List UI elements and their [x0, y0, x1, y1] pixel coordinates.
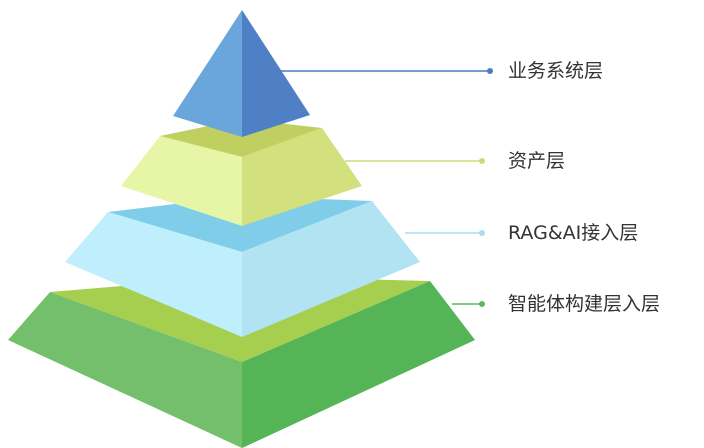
label-rag-ai-access-layer: RAG&AI接入层 — [508, 222, 639, 244]
layer-business-left-face — [173, 10, 242, 137]
label-asset-layer: 资产层 — [508, 150, 566, 172]
layer-agent-build-right-face — [242, 281, 475, 448]
layer-rag-ai-right-face — [242, 201, 420, 337]
layer-rag-ai-left-face — [65, 212, 242, 337]
layer-asset-top-face — [160, 119, 322, 157]
layer-asset-left-face — [121, 136, 242, 226]
layer-asset-right-face — [242, 128, 362, 226]
connector-rag-ai — [405, 230, 485, 236]
connector-asset — [345, 158, 485, 164]
layer-business — [173, 10, 310, 137]
layer-agent-build-left-face — [8, 292, 242, 448]
connector-agent-build — [452, 301, 485, 307]
connector-business — [280, 68, 493, 74]
label-agent-build-layer: 智能体构建层入层 — [508, 293, 661, 315]
layer-business-right-face — [242, 10, 310, 137]
label-business-system-layer: 业务系统层 — [508, 60, 604, 82]
layer-asset — [121, 119, 362, 226]
